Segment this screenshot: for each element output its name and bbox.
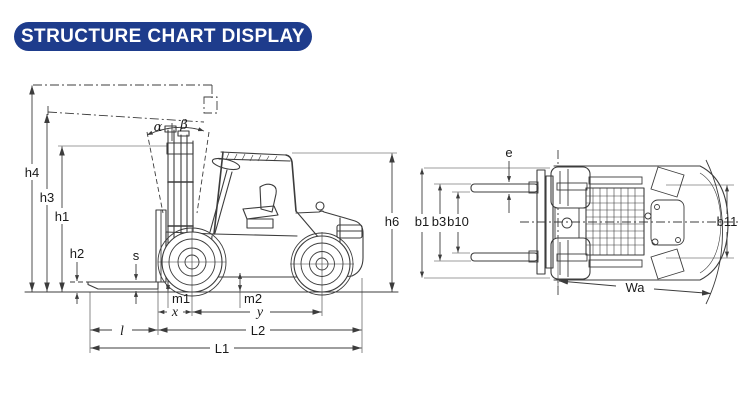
dim-label-b1: b1: [415, 214, 429, 229]
seat: [242, 183, 279, 229]
dim-x: x: [158, 305, 192, 320]
dim-label-beta: β: [179, 118, 188, 133]
steering-column: [209, 157, 241, 234]
overhead-guard-grid: [556, 176, 645, 268]
dim-label-b11: b11: [717, 214, 738, 229]
seat-top: [644, 199, 685, 246]
dim-label-m2: m2: [244, 291, 262, 306]
fork-carriage-top: [470, 169, 554, 275]
raised-mast-outline: [33, 84, 218, 123]
dim-b11: b11: [666, 184, 738, 259]
dim-wa: Wa: [557, 159, 723, 305]
dim-label-s: s: [133, 248, 140, 263]
dim-L2: L2: [158, 323, 362, 338]
side-view-diagram: α β h4 h3 h1: [24, 84, 399, 356]
fork-tine-top: [470, 183, 539, 193]
dim-h1: h1: [55, 145, 168, 292]
dim-h3: h3: [40, 114, 54, 292]
dim-m1: m1: [165, 283, 190, 308]
dim-h6: h6: [292, 152, 399, 292]
dim-b3: b3: [432, 183, 471, 262]
dim-b10: b10: [447, 191, 470, 254]
dim-label-e: e: [505, 145, 512, 160]
dim-label-h6: h6: [385, 214, 399, 229]
dim-m2: m2: [237, 273, 262, 308]
dim-label-m1: m1: [172, 291, 190, 306]
dim-label-x: x: [171, 305, 179, 320]
page-title: STRUCTURE CHART DISPLAY: [20, 25, 305, 47]
dim-label-h3: h3: [40, 190, 54, 205]
counterweight-step-bottom: [650, 248, 685, 280]
top-view-diagram: e b1 b3 b10: [415, 145, 738, 305]
fork-blade: [87, 281, 159, 290]
dim-label-h4: h4: [25, 165, 39, 180]
counterweight-step-top: [650, 166, 685, 198]
steering-wheel: [211, 157, 241, 171]
hood-knob: [315, 201, 325, 211]
ground-line: [24, 228, 399, 316]
dim-extension-lines: [89, 278, 363, 353]
dim-label-L1: L1: [215, 341, 229, 356]
dim-e: e: [505, 145, 513, 213]
dim-h2: h2: [70, 246, 162, 304]
dim-label-wa: Wa: [625, 280, 645, 295]
mast-tilt-lines: [146, 131, 210, 214]
dim-y: y: [192, 305, 322, 320]
front-wheels-top: [550, 166, 591, 280]
title-banner: STRUCTURE CHART DISPLAY: [14, 22, 312, 51]
dim-label-y: y: [255, 305, 264, 320]
dim-b1: b1: [415, 167, 550, 279]
dim-label-h2: h2: [70, 246, 84, 261]
dim-L1: L1: [90, 341, 362, 356]
dim-label-L2: L2: [251, 323, 265, 338]
dim-h4: h4: [25, 85, 39, 292]
dim-label-l: l: [120, 324, 124, 339]
dim-label-b3: b3: [432, 214, 446, 229]
dim-s: s: [133, 248, 140, 304]
turning-radius-arc: [705, 159, 723, 305]
fork-tine-bottom: [470, 252, 539, 262]
dim-alpha-beta: α β: [146, 118, 205, 141]
dim-l: l: [90, 324, 158, 339]
dim-label-alpha: α: [154, 120, 163, 135]
fork-carriage: [87, 209, 167, 290]
body-top: [553, 165, 729, 281]
dim-label-h1: h1: [55, 209, 69, 224]
dim-label-b10: b10: [447, 214, 469, 229]
cab: [208, 151, 320, 278]
